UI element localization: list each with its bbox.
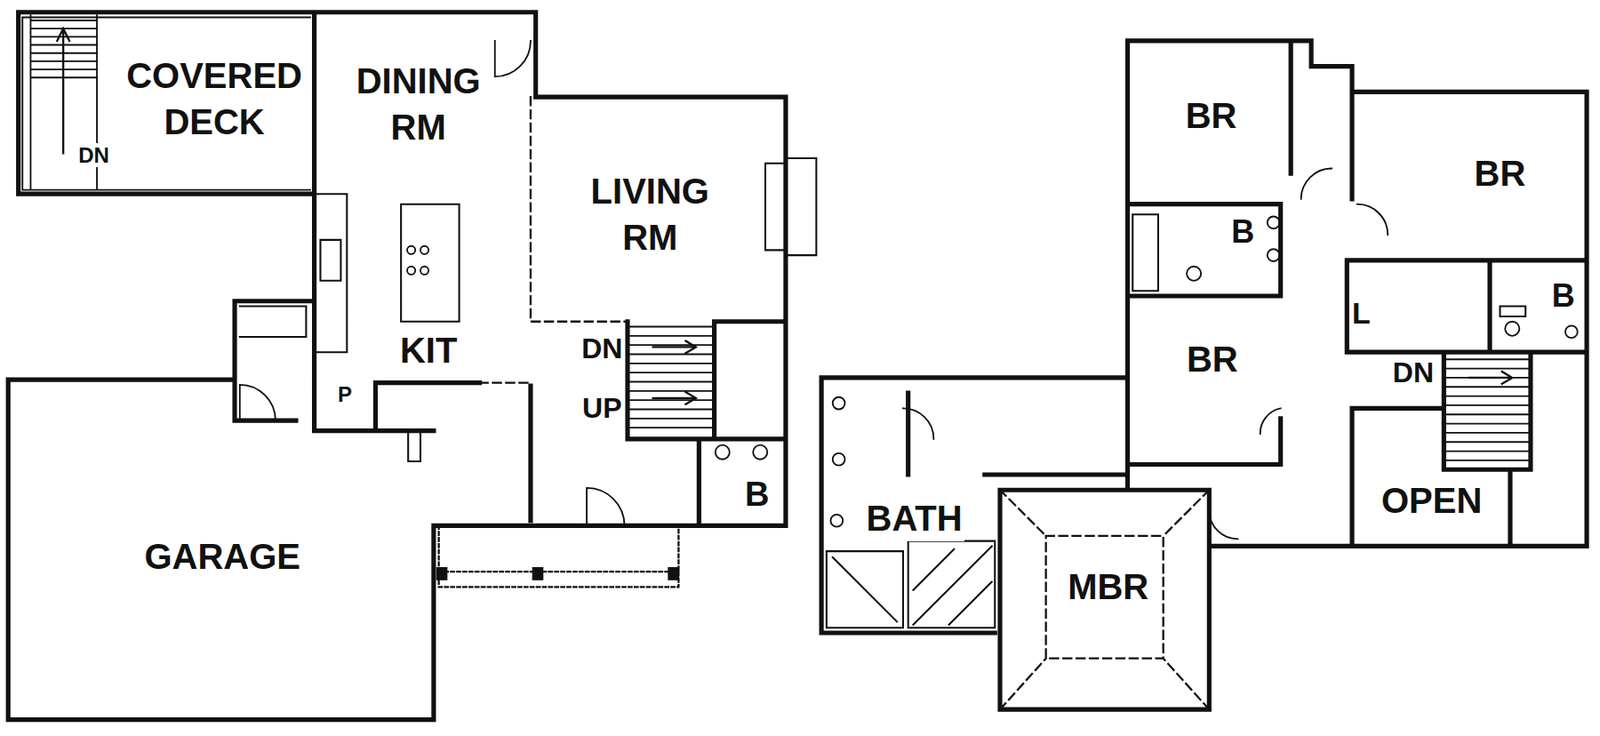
room: KIT [398, 327, 459, 374]
room: B [1229, 211, 1256, 254]
room: OPEN [1379, 477, 1484, 524]
room-label: MBR [1065, 563, 1151, 610]
toilet [1186, 266, 1201, 281]
room-label: L [1350, 293, 1373, 333]
room: P [336, 380, 354, 408]
room-label: B [1550, 275, 1577, 318]
toilet [715, 445, 730, 460]
fixtures [240, 158, 1526, 628]
main-floor-walls [8, 12, 786, 720]
stair-label: UP [580, 392, 624, 425]
fixture-circles [407, 216, 1578, 527]
cooktop-burner [407, 266, 416, 275]
sink [1565, 325, 1578, 338]
room: COVERED DECK [119, 52, 311, 145]
room-label: B [743, 472, 771, 517]
room-label: KIT [398, 327, 459, 374]
room-label: P [336, 380, 354, 408]
porch-lines [439, 525, 680, 587]
sink [832, 453, 846, 466]
toilet [830, 514, 843, 528]
room: B [1550, 275, 1577, 318]
room: BR [1184, 336, 1240, 383]
stair-label: DN [76, 143, 112, 168]
sink [1267, 248, 1280, 262]
upper-floor-walls [821, 40, 1587, 710]
room-label: DINING RM [347, 57, 490, 151]
room: BR [1184, 92, 1240, 139]
dashed-lines [480, 96, 1210, 710]
room-label: BR [1184, 336, 1240, 383]
room: L [1350, 293, 1373, 333]
room-label: BR [1472, 150, 1528, 197]
room: DINING RM [347, 57, 490, 151]
cooktop-burner [420, 246, 429, 255]
room-label: COVERED DECK [119, 52, 311, 145]
room-label: B [1229, 211, 1256, 254]
room-label: LIVING RM [578, 168, 721, 261]
stair-arrows [56, 28, 1512, 405]
porch-posts [436, 568, 679, 581]
cooktop-burner [407, 246, 416, 255]
sink [1267, 216, 1280, 229]
room: GARAGE [142, 533, 303, 580]
stair-label: DN [1391, 356, 1436, 390]
room: LIVING RM [578, 168, 721, 261]
stair-label: DN [579, 332, 624, 366]
room-label: GARAGE [142, 533, 303, 580]
room: BATH [864, 495, 965, 542]
toilet [1504, 321, 1520, 336]
room: MBR [1065, 563, 1151, 610]
stair-treads [30, 15, 1531, 461]
room: BR [1472, 150, 1528, 197]
deck-rail [22, 17, 311, 191]
room-label: OPEN [1379, 477, 1484, 524]
sink [752, 445, 768, 460]
room-label: BATH [864, 495, 965, 542]
cooktop-burner [420, 266, 429, 275]
room-label: BR [1184, 92, 1240, 139]
room: B [743, 472, 771, 517]
door-swings [240, 40, 1388, 539]
sink [832, 397, 846, 410]
